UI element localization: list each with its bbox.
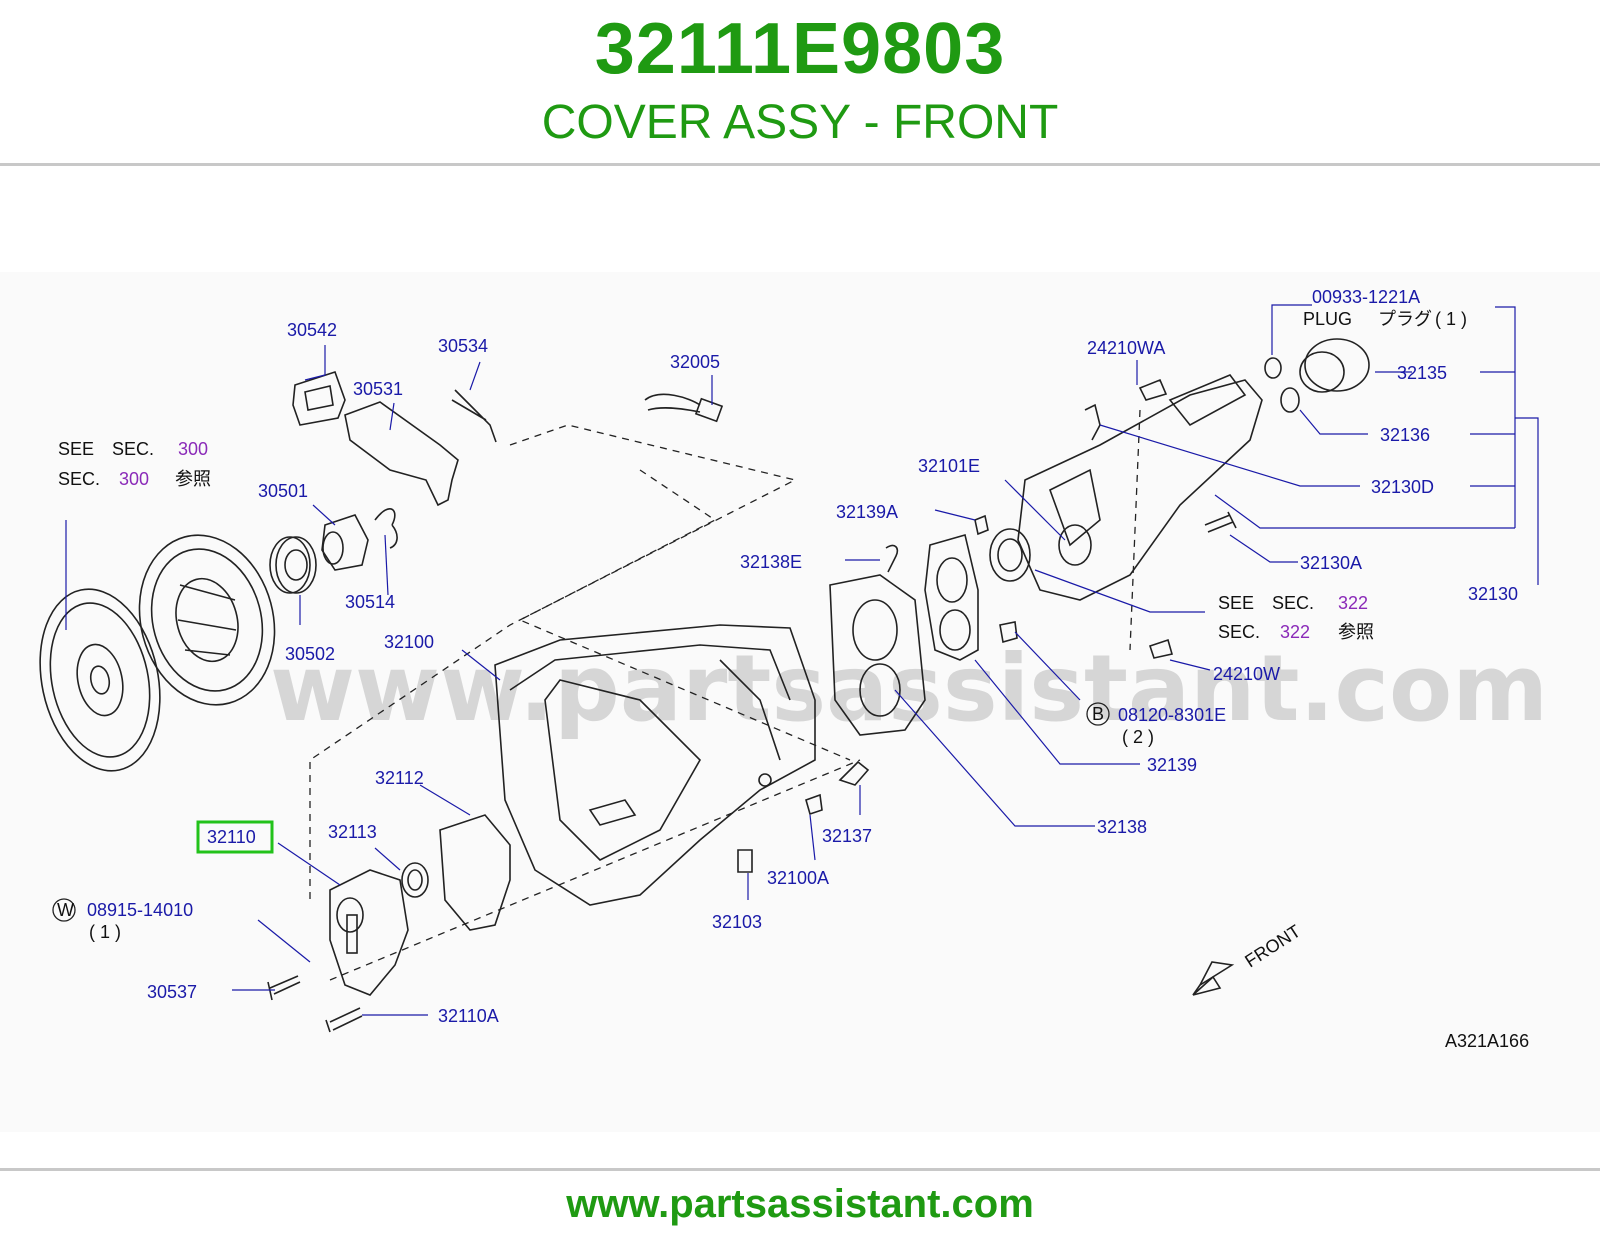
bolt-08120-part[interactable] (999, 621, 1018, 644)
callout-32135[interactable]: 32135 (1397, 363, 1447, 383)
page-header: 32111E9803 COVER ASSY - FRONT (0, 0, 1600, 168)
callout-08120-8301E[interactable]: 08120-8301E (1118, 705, 1226, 725)
header-divider (0, 163, 1600, 166)
front-oil-seal-part[interactable] (401, 862, 429, 898)
diagram-background (0, 272, 1600, 1132)
plug-qty-label: ( 1 ) (1435, 309, 1467, 329)
ref-bearing-jp: 参照 (1338, 622, 1374, 642)
callout-32130D[interactable]: 32130D (1371, 477, 1434, 497)
callout-leader-lines (65, 304, 1539, 1016)
adapter-plate-part[interactable] (829, 574, 926, 736)
highlight-box-32110 (196, 820, 274, 854)
callout-30542[interactable]: 30542 (287, 320, 337, 340)
callout-32139A[interactable]: 32139A (836, 502, 898, 522)
watermark-text: www.partsassistant.com (270, 635, 1548, 742)
callout-32137[interactable]: 32137 (822, 826, 872, 846)
callout-32130A[interactable]: 32130A (1300, 553, 1362, 573)
spring-clip-part[interactable] (451, 389, 497, 443)
plug-32100a-part[interactable] (805, 793, 823, 816)
pipe-32138e-part[interactable] (885, 544, 899, 573)
callout-32110A[interactable]: 32110A (438, 1006, 499, 1026)
dust-boot-part[interactable] (292, 370, 346, 426)
diagram-code: A321A166 (1445, 1031, 1529, 1051)
callout-32103[interactable]: 32103 (712, 912, 762, 932)
callout-32113[interactable]: 32113 (328, 822, 377, 842)
withdrawal-lever-part[interactable] (344, 401, 459, 507)
footer-divider (0, 1168, 1600, 1171)
pin-32130d-part[interactable] (1084, 403, 1101, 441)
callout-32138[interactable]: 32138 (1097, 817, 1147, 837)
ref-bearing-sec: SEC. (1272, 593, 1314, 613)
bolt-symbol-b (1086, 702, 1110, 726)
callout-24210WA[interactable]: 24210WA (1087, 338, 1165, 358)
callout-30501[interactable]: 30501 (258, 481, 308, 501)
center-plate-part[interactable] (924, 534, 979, 661)
rear-extension-part[interactable] (1017, 374, 1263, 601)
callout-32130[interactable]: 32130 (1468, 584, 1518, 604)
bolt-32130a-part[interactable] (1204, 511, 1237, 533)
bearing-sleeve-part[interactable] (321, 514, 369, 571)
ref-clutch-number-2[interactable]: 300 (119, 469, 149, 489)
callout-32101E[interactable]: 32101E (918, 456, 980, 476)
retainer-spring-part[interactable] (374, 508, 398, 549)
callout-32100A[interactable]: 32100A (767, 868, 829, 888)
callout-30531[interactable]: 30531 (353, 379, 403, 399)
bolt-symbol-b-letter: B (1092, 704, 1104, 724)
ref-clutch-number[interactable]: 300 (178, 439, 208, 459)
callout-08915-14010[interactable]: 08915-14010 (87, 900, 193, 920)
release-bearing-part[interactable] (269, 536, 317, 594)
qty-08120: ( 2 ) (1122, 727, 1154, 747)
ref-bearing-number[interactable]: 322 (1338, 593, 1368, 613)
callout-32138E[interactable]: 32138E (740, 552, 802, 572)
ref-bearing-number-2[interactable]: 322 (1280, 622, 1310, 642)
clutch-cover-part[interactable] (121, 520, 293, 720)
bolt-30537-part[interactable] (267, 975, 301, 1001)
callout-30537[interactable]: 30537 (147, 982, 197, 1002)
ref-clutch-see: SEE (58, 439, 94, 459)
exploded-parts-diagram: www.partsassistant.com (0, 272, 1600, 1132)
callout-32110[interactable]: 32110 (207, 827, 256, 847)
footer-website[interactable]: www.partsassistant.com (566, 1182, 1034, 1226)
transmission-case-part[interactable] (494, 624, 816, 906)
clip-24210w-part[interactable] (1148, 638, 1174, 659)
callout-32112[interactable]: 32112 (375, 768, 424, 788)
bolt-32110a-part[interactable] (325, 1007, 363, 1033)
callout-30502[interactable]: 30502 (285, 644, 335, 664)
washer-symbol-w (52, 898, 76, 922)
rear-seal-part[interactable] (1299, 338, 1370, 393)
plug-part[interactable] (1264, 357, 1282, 379)
part-number-title: 32111E9803 (594, 9, 1006, 89)
assembly-dashed-lines (309, 409, 1141, 981)
clip-24210wa-part[interactable] (1138, 378, 1168, 401)
ref-clutch-sec: SEC. (112, 439, 154, 459)
part-name-subtitle: COVER ASSY - FRONT (541, 96, 1059, 149)
callout-30514[interactable]: 30514 (345, 592, 395, 612)
callout-32100[interactable]: 32100 (384, 632, 434, 652)
callout-30534[interactable]: 30534 (438, 336, 488, 356)
ref-clutch-sec-2: SEC. (58, 469, 100, 489)
front-direction-arrow (1192, 961, 1235, 996)
plug-jp-label: プラグ (1378, 309, 1432, 329)
ref-bearing-see: SEE (1218, 593, 1254, 613)
qty-08915: ( 1 ) (89, 922, 121, 942)
callout-32139[interactable]: 32139 (1147, 755, 1197, 775)
callout-24210W[interactable]: 24210W (1213, 664, 1280, 684)
bolt-32139a-part[interactable] (974, 514, 989, 536)
callout-32005[interactable]: 32005 (670, 352, 720, 372)
washer-symbol-w-letter: W (57, 900, 74, 920)
callout-32136[interactable]: 32136 (1380, 425, 1430, 445)
breather-32103-part[interactable] (737, 849, 753, 873)
plug-32137-part[interactable] (838, 760, 870, 786)
callout-00933-1221A[interactable]: 00933-1221A (1312, 287, 1420, 307)
plug-name-label: PLUG (1303, 309, 1352, 329)
ref-clutch-jp: 参照 (175, 469, 211, 489)
front-cover-part[interactable] (329, 869, 409, 996)
oil-seal-part[interactable] (1280, 387, 1300, 413)
gasket-part[interactable] (439, 814, 511, 931)
main-bearing-part[interactable] (989, 528, 1031, 582)
ref-bearing-sec-2: SEC. (1218, 622, 1260, 642)
